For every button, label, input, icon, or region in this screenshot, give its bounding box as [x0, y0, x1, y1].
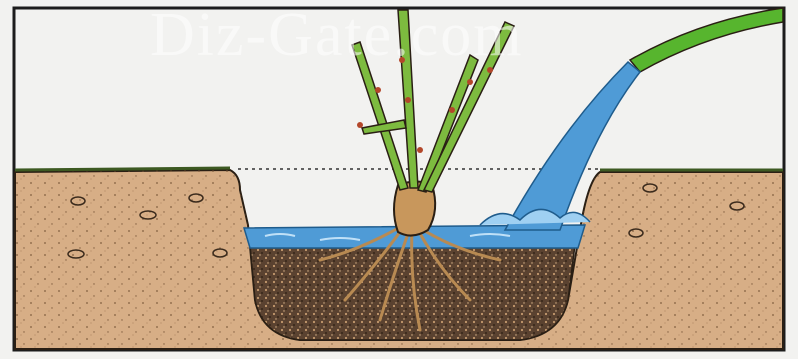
planting-illustration: Diz-Gate.com	[0, 0, 798, 359]
planting-scene	[0, 0, 798, 359]
